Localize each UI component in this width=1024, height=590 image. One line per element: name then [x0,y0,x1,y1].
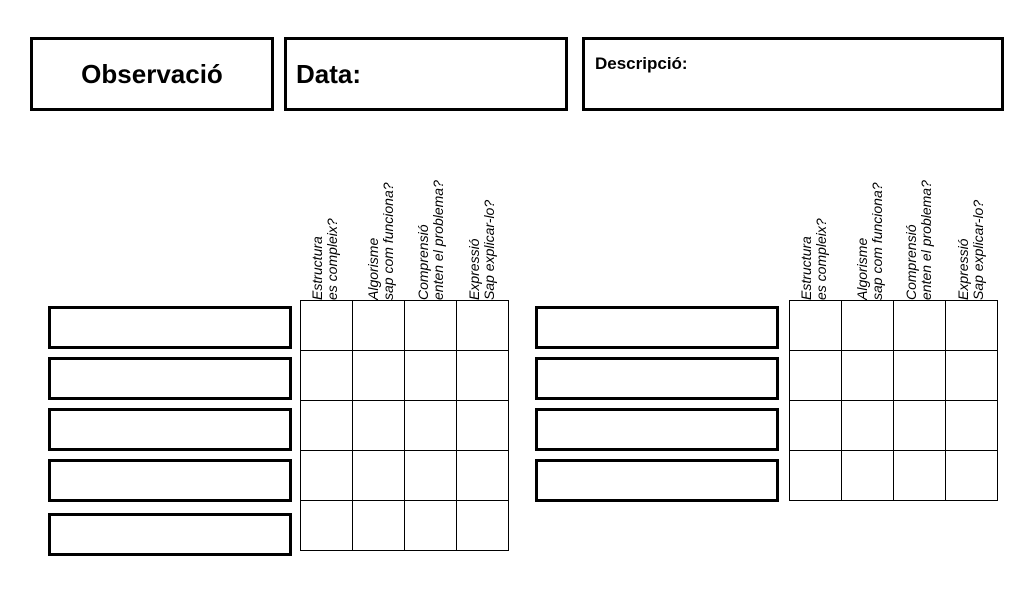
left-name-field-4[interactable] [48,459,292,502]
grid-cell[interactable] [456,500,509,551]
grid-cell[interactable] [404,300,457,351]
grid-cell[interactable] [789,350,842,401]
grid-cell[interactable] [893,450,946,501]
grid-cell[interactable] [352,450,405,501]
left-name-field-2[interactable] [48,357,292,400]
observation-title-box: Observació [30,37,274,111]
grid-cell[interactable] [945,300,998,351]
left-evaluation-grid [300,300,509,551]
table-row [300,300,509,351]
observation-title: Observació [81,58,223,89]
grid-cell[interactable] [352,400,405,451]
grid-cell[interactable] [300,350,353,401]
grid-cell[interactable] [456,350,509,401]
right-name-field-1[interactable] [535,306,779,349]
left-name-field-3[interactable] [48,408,292,451]
right-evaluation-grid [789,300,998,501]
table-row [300,500,509,551]
grid-cell[interactable] [789,300,842,351]
date-label: Data: [296,58,362,89]
date-field[interactable]: Data: [284,37,568,111]
grid-cell[interactable] [841,350,894,401]
grid-cell[interactable] [300,450,353,501]
right-name-field-3[interactable] [535,408,779,451]
grid-cell[interactable] [789,400,842,451]
grid-cell[interactable] [404,400,457,451]
grid-cell[interactable] [456,400,509,451]
table-row [300,450,509,501]
left-name-field-5[interactable] [48,513,292,556]
grid-cell[interactable] [300,300,353,351]
table-row [789,450,998,501]
grid-cell[interactable] [404,350,457,401]
grid-cell[interactable] [404,450,457,501]
table-row [300,400,509,451]
grid-cell[interactable] [893,350,946,401]
grid-cell[interactable] [893,400,946,451]
right-name-field-4[interactable] [535,459,779,502]
table-row [789,350,998,401]
table-row [789,400,998,451]
description-field[interactable]: Descripció: [582,37,1004,111]
left-name-field-1[interactable] [48,306,292,349]
table-row [789,300,998,351]
grid-cell[interactable] [945,450,998,501]
description-label: Descripció: [595,54,688,73]
grid-cell[interactable] [352,500,405,551]
right-name-field-2[interactable] [535,357,779,400]
table-row [300,350,509,401]
grid-cell[interactable] [300,500,353,551]
grid-cell[interactable] [945,400,998,451]
grid-cell[interactable] [456,300,509,351]
grid-cell[interactable] [300,400,353,451]
grid-cell[interactable] [352,350,405,401]
grid-cell[interactable] [789,450,842,501]
grid-cell[interactable] [352,300,405,351]
grid-cell[interactable] [841,400,894,451]
grid-cell[interactable] [841,300,894,351]
grid-cell[interactable] [841,450,894,501]
grid-cell[interactable] [404,500,457,551]
grid-cell[interactable] [893,300,946,351]
grid-cell[interactable] [945,350,998,401]
grid-cell[interactable] [456,450,509,501]
